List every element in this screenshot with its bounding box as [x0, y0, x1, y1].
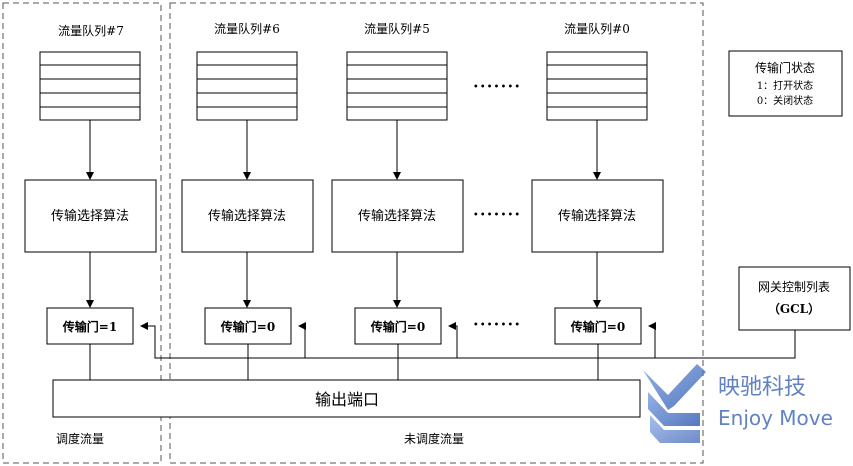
algorithm-box-6	[181, 179, 314, 253]
gate-label-0: 传输门=0	[570, 319, 625, 334]
algorithm-box-5	[331, 179, 464, 253]
queue-stack-7	[39, 51, 141, 121]
legend-open: 1：打开状态	[757, 79, 813, 92]
algorithm-label-5: 传输选择算法	[358, 208, 436, 224]
gate-box-5	[354, 307, 442, 345]
watermark-logo-mark	[643, 364, 706, 410]
algorithm-ellipsis: •••••••	[473, 210, 521, 221]
gate-box-7	[46, 307, 134, 345]
output-port-box	[52, 379, 641, 418]
watermark-en: Enjoy Move	[718, 406, 833, 430]
gate-label-6: 传输门=0	[220, 319, 275, 334]
scheduled-region	[2, 2, 162, 464]
queue-stack-5	[346, 51, 448, 121]
gcl-box	[738, 266, 851, 331]
scheduled-traffic-label: 调度流量	[56, 431, 104, 446]
algorithm-box-7	[24, 179, 157, 253]
gate-box-6	[204, 307, 292, 345]
unscheduled-traffic-label: 未调度流量	[404, 431, 464, 446]
queue-stack-6	[196, 51, 298, 121]
queue-ellipsis: •••••••	[473, 82, 521, 93]
watermark-logo: 映驰科技 Enjoy Move	[643, 364, 833, 443]
algorithm-label-7: 传输选择算法	[51, 208, 129, 224]
algorithm-label-0: 传输选择算法	[558, 208, 636, 224]
gate-label-5: 传输门=0	[370, 319, 425, 334]
algorithm-box-0	[531, 179, 664, 253]
queue-label-5: 流量队列#5	[364, 21, 430, 36]
legend-closed: 0：关闭状态	[757, 94, 813, 107]
legend-title: 传输门状态	[755, 60, 815, 75]
algorithm-arrows	[86, 252, 601, 308]
unscheduled-region	[169, 2, 704, 464]
gcl-label-line1: 网关控制列表	[758, 280, 830, 294]
gcl-label-line2: （GCL）	[768, 301, 820, 316]
gate-state-legend	[728, 50, 843, 117]
gate-ellipsis: •••••••	[473, 320, 521, 331]
gate-box-0	[554, 307, 642, 345]
gcl-control-line	[140, 322, 796, 359]
gate-output-lines	[89, 344, 599, 380]
queue-label-7: 流量队列#7	[58, 23, 124, 38]
watermark-cn: 映驰科技	[718, 375, 806, 400]
output-port-label: 输出端口	[315, 390, 379, 409]
queue-label-0: 流量队列#0	[564, 21, 630, 36]
queue-stack-0	[546, 51, 648, 121]
queue-label-6: 流量队列#6	[214, 21, 280, 36]
gate-label-7: 传输门=1	[62, 319, 117, 334]
queue-arrows	[86, 120, 601, 180]
algorithm-label-6: 传输选择算法	[208, 208, 286, 224]
